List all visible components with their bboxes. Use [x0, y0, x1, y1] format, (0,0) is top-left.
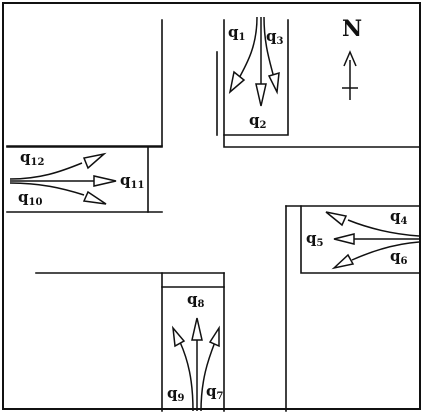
road-edges — [6, 19, 420, 412]
south-approach-flows — [171, 317, 220, 412]
flow-label-q10: q10 — [18, 188, 43, 208]
flow-label-q6: q6 — [390, 247, 408, 267]
east-approach-flows — [325, 211, 420, 270]
north-label: N — [342, 16, 363, 42]
north-approach-flows — [228, 16, 280, 107]
flow-label-q12: q12 — [20, 148, 45, 168]
flow-label-q8: q8 — [187, 290, 205, 310]
flow-label-q11: q11 — [120, 171, 145, 191]
flow-label-q5: q5 — [306, 229, 324, 249]
flow-label-q7: q7 — [206, 382, 224, 402]
west-approach-flows — [9, 152, 117, 205]
north-arrow-icon — [342, 50, 358, 100]
stop-bars — [6, 19, 420, 412]
flow-label-q4: q4 — [390, 207, 408, 227]
flow-label-q1: q1 — [228, 23, 246, 43]
flow-label-q9: q9 — [167, 384, 185, 404]
flow-label-q2: q2 — [249, 111, 267, 131]
flow-label-q3: q3 — [266, 27, 284, 47]
diagram-frame — [2, 2, 421, 410]
